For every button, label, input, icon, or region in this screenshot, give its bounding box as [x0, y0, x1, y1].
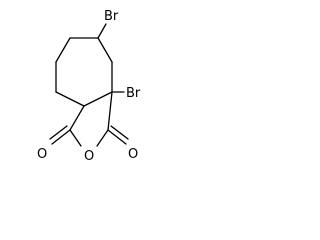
bond-ring-2 — [55, 37, 71, 63]
bond-anhydride-1 — [69, 105, 85, 131]
bond-carbonyl-right-b — [110, 125, 129, 140]
bond-anhydride-4 — [96, 129, 109, 147]
bond-carbonyl-left-a — [51, 129, 71, 145]
bond-c-br-top — [97, 23, 107, 39]
bond-anhydride-2 — [107, 91, 113, 131]
bond-carbonyl-left-b — [49, 125, 68, 140]
bond-carbonyl-right-a — [107, 129, 127, 145]
atom-br-top: Br — [104, 9, 119, 24]
bond-ring-4 — [55, 91, 85, 107]
bond-ring-7 — [97, 37, 113, 63]
bond-ring-5 — [83, 91, 113, 107]
chemical-structure: Br Br O O O — [37, 9, 141, 164]
atom-o-ring: O — [84, 149, 94, 164]
atom-br-bridgehead: Br — [126, 86, 141, 101]
bond-anhydride-3 — [69, 129, 82, 147]
atom-o-carbonyl-left: O — [37, 147, 47, 162]
atom-o-carbonyl-right: O — [128, 147, 138, 162]
